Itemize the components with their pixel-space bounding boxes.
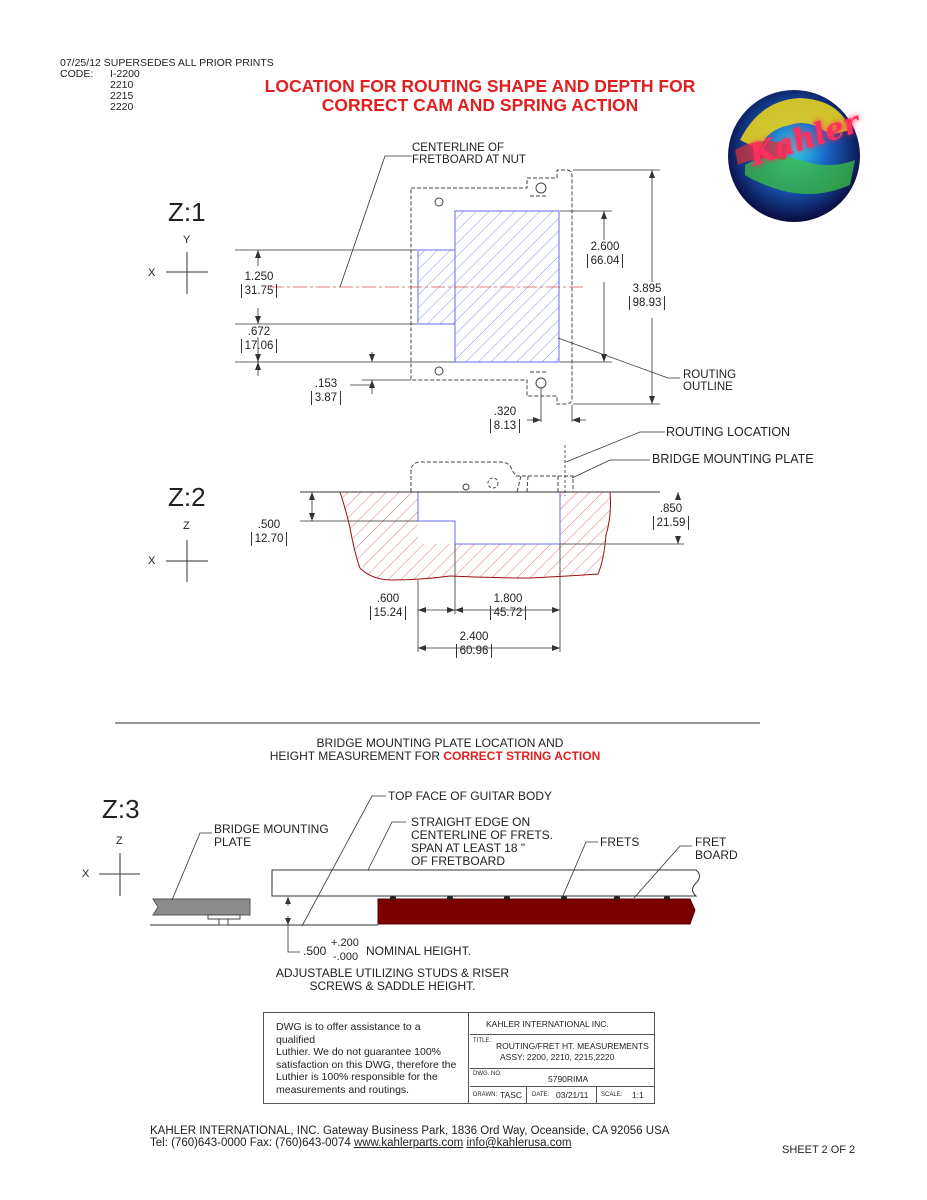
z2-routing-location-callout: ROUTING LOCATION [666, 425, 791, 439]
z3-bridge-plate [152, 898, 251, 916]
z1-hole-top-right [535, 182, 547, 194]
z1-axis-cross [166, 252, 208, 294]
page-title-line1: LOCATION FOR ROUTING SHAPE AND DEPTH FOR [264, 76, 696, 96]
z1-arrowheads [255, 170, 655, 423]
z3-fretboard-callout-1: FRET [695, 835, 727, 849]
z3-top-face-callout: TOP FACE OF GUITAR BODY [388, 789, 553, 803]
tb-drawn-row: DRAWN: TASC DATE: 03/21/11 SCALE: 1:1 [470, 1087, 654, 1103]
tb-title-row: TITLE: ROUTING/FRET HT. MEASUREMENTS ASS… [470, 1035, 654, 1069]
z3-axis-cross [99, 853, 140, 896]
tb-company-row: KAHLER INTERNATIONAL INC. [470, 1013, 654, 1035]
z1-routing-outline-callout-2: OUTLINE [683, 381, 733, 393]
z1-axis-y: Y [183, 234, 191, 246]
z2-arrowheads [309, 492, 681, 651]
code-1: I-2200 [110, 68, 140, 80]
z2-axis-z: Z [183, 520, 190, 532]
footer-contact: Tel: (760)643-0000 Fax: (760)643-0074 ww… [150, 1137, 572, 1149]
z2-plate-outline [410, 461, 574, 493]
z1-routing-main [454, 210, 560, 363]
tb-drawn: TASC [500, 1090, 523, 1100]
z1-hole-bottom [434, 366, 444, 376]
z1-centerline-callout-2: FRETBOARD AT NUT [412, 154, 526, 166]
code-4: 2220 [110, 101, 134, 113]
z3-nominal-value: .500 [303, 944, 327, 958]
z3-nominal-text: NOMINAL HEIGHT. [366, 944, 471, 958]
z3-fretboard [377, 898, 696, 925]
z3-straight-edge-callout-3: SPAN AT LEAST 18 " [411, 841, 526, 855]
supersedes-note: 07/25/12 SUPERSEDES ALL PRIOR PRINTS [60, 57, 274, 69]
tb-company: KAHLER INTERNATIONAL INC. [486, 1019, 609, 1029]
z3-bridge-plate-callout-2: PLATE [214, 835, 252, 849]
tb-scale: 1:1 [632, 1090, 644, 1100]
z2-axis-x: X [148, 555, 156, 567]
tb-dwg-no: 5790RIMA [548, 1074, 589, 1084]
kahler-logo [728, 90, 860, 222]
z3-tol-minus: -.000 [333, 951, 359, 963]
z1-routing-outline-callout-1: ROUTING [683, 369, 737, 381]
z1-hole-bottom-right [535, 377, 547, 389]
z2-bridge-plate-callout: BRIDGE MOUNTING PLATE [652, 452, 814, 466]
z3-straight-edge-callout-1: STRAIGHT EDGE ON [411, 815, 531, 829]
code-label: CODE: [60, 68, 94, 80]
email-link[interactable]: info@kahlerusa.com [466, 1137, 572, 1149]
z1-centerline-callout-1: CENTERLINE OF [412, 142, 505, 154]
z3-arrowheads [285, 897, 291, 925]
title-block: DWG is to offer assistance to a qualifie… [263, 1012, 655, 1104]
footer-address: KAHLER INTERNATIONAL, INC. Gateway Busin… [150, 1125, 670, 1137]
z3-straight-edge-callout-2: CENTERLINE OF FRETS. [411, 828, 554, 842]
section-heading-2: HEIGHT MEASUREMENT FOR CORRECT STRING AC… [269, 749, 601, 763]
z2-screw [462, 483, 470, 491]
tb-dwg-row: DWG. NO. 5790RIMA [470, 1069, 654, 1087]
sheet-number: SHEET 2 OF 2 [782, 1144, 856, 1156]
z1-hole-top [434, 197, 444, 207]
z3-adjust-line2: SCREWS & SADDLE HEIGHT. [309, 979, 476, 993]
tb-title-2: ASSY: 2200, 2210, 2215,2220 [500, 1052, 615, 1062]
z3-fretboard-callout-2: BOARD [695, 848, 738, 862]
z3-frets-callout: FRETS [600, 835, 640, 849]
z3-straight-edge-callout-4: OF FRETBOARD [411, 854, 506, 868]
z2-axis-cross [166, 540, 208, 582]
z3-tol-plus: +.200 [331, 937, 359, 949]
z1-plate-outline [410, 169, 573, 405]
tb-date: 03/21/11 [556, 1090, 589, 1100]
z3-stud [218, 918, 229, 926]
section-heading-1: BRIDGE MOUNTING PLATE LOCATION AND [316, 736, 564, 750]
tb-title-1: ROUTING/FRET HT. MEASUREMENTS [496, 1041, 649, 1051]
code-2: 2210 [110, 79, 134, 91]
z3-straight-edge [271, 869, 700, 897]
z3-riser [207, 914, 241, 920]
z3-axis-z: Z [116, 835, 123, 847]
z3-frets [390, 896, 670, 900]
z2-stud [487, 477, 499, 489]
z1-view-label: Z:1 [168, 197, 206, 227]
z1-axis-x: X [148, 267, 156, 279]
z2-body-edge [339, 491, 611, 581]
z2-body-section [340, 492, 611, 581]
z3-adjust-line1: ADJUSTABLE UTILIZING STUDS & RISER [275, 966, 510, 980]
page-title-line2: CORRECT CAM AND SPRING ACTION [321, 95, 639, 115]
z2-routing-profile [417, 492, 561, 545]
z2-view-label: Z:2 [168, 482, 206, 512]
disclaimer: DWG is to offer assistance to a qualifie… [264, 1013, 469, 1103]
z3-axis-x: X [82, 868, 90, 880]
website-link[interactable]: www.kahlerparts.com [353, 1137, 464, 1149]
z3-view-label: Z:3 [102, 794, 140, 824]
code-3: 2215 [110, 90, 134, 102]
z3-bridge-plate-callout-1: BRIDGE MOUNTING [214, 822, 329, 836]
